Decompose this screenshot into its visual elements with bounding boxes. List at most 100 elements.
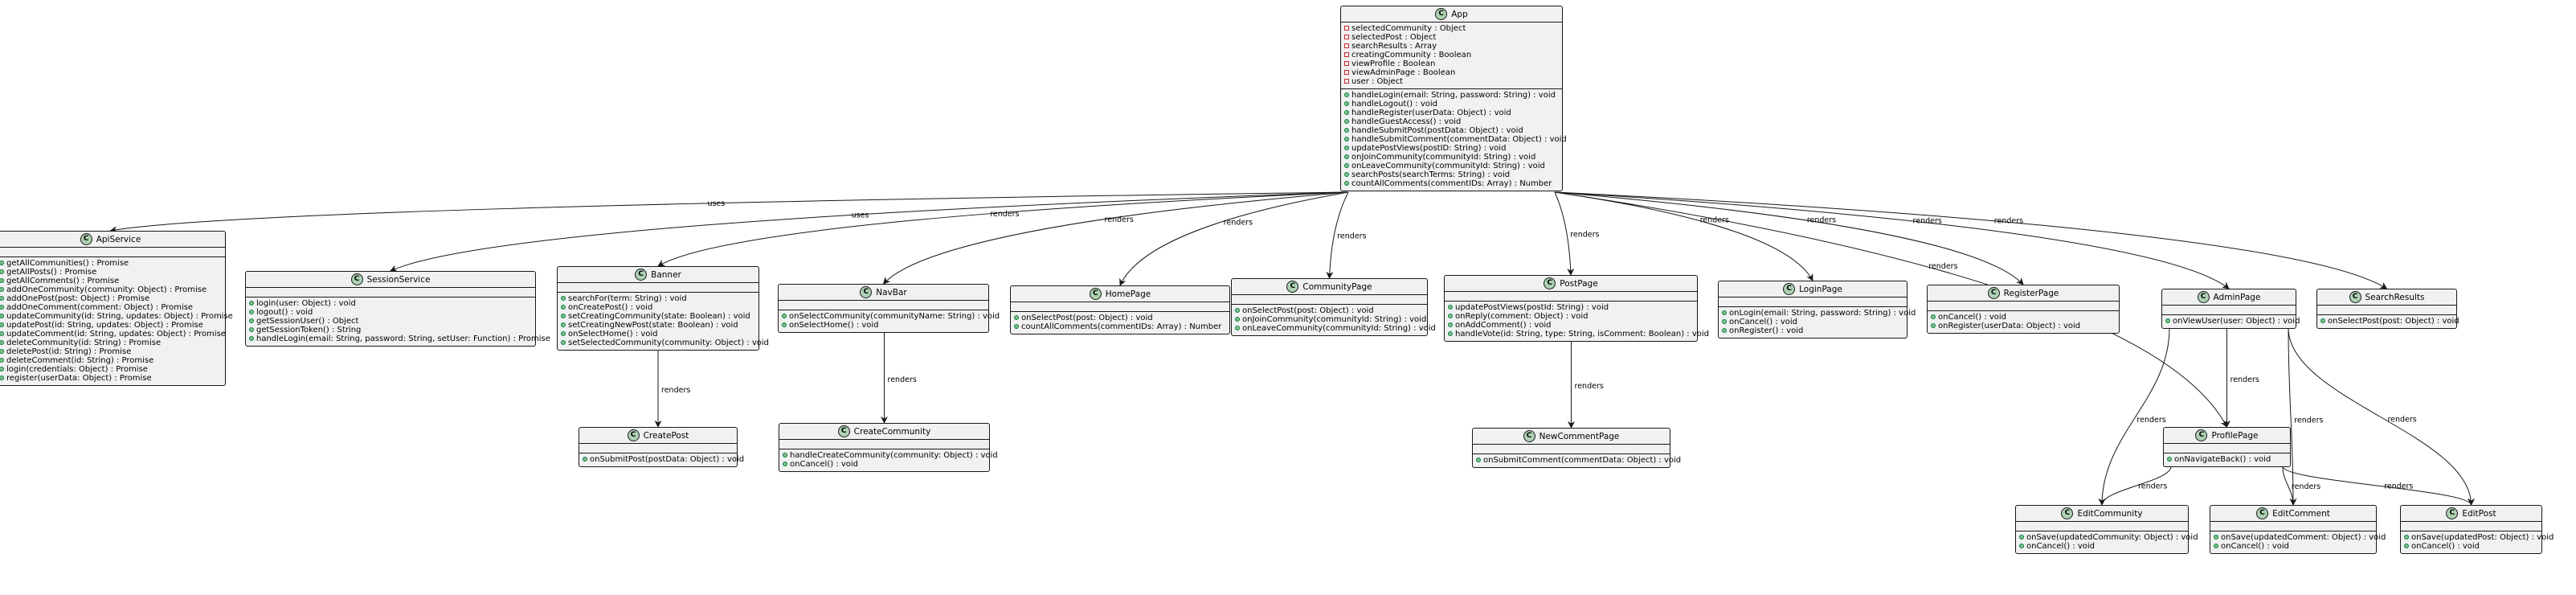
method-text: handleGuestAccess() : void — [1351, 117, 1462, 126]
method-row: handleLogout() : void — [1341, 100, 1562, 109]
method-text: handleSubmitPost(postData: Object) : voi… — [1351, 126, 1523, 135]
public-method-icon — [2404, 535, 2409, 540]
class-icon: C — [2349, 291, 2361, 303]
public-method-icon — [1722, 310, 1727, 315]
class-icon: C — [1783, 283, 1796, 295]
methods-section: handleLogin(email: String, password: Str… — [1341, 88, 1567, 191]
public-method-icon — [1476, 458, 1481, 462]
method-row: onSave(updatedPost: Object) : void — [2401, 533, 2554, 542]
field-row: selectedPost : Object — [1341, 33, 1562, 42]
method-row: onReply(comment: Object) : void — [1445, 312, 1697, 321]
public-method-icon — [1448, 322, 1453, 327]
method-row: searchFor(term: String) : void — [558, 294, 758, 303]
relation-label: renders — [2294, 416, 2323, 425]
method-row: updateComment(id: String, updates: Objec… — [0, 330, 226, 339]
method-text: handleLogout() : void — [1351, 100, 1438, 109]
field-text: creatingCommunity : Boolean — [1351, 51, 1472, 60]
method-text: onSubmitPost(postData: Object) : void — [590, 455, 745, 464]
class-name: RegisterPage — [2003, 288, 2059, 298]
relation-label: renders — [1700, 216, 1729, 225]
class-name: LoginPage — [1799, 284, 1842, 294]
relation-label: renders — [2384, 482, 2413, 491]
public-method-icon — [2214, 535, 2218, 540]
method-text: addOneCommunity(community: Object) : Pro… — [6, 285, 207, 294]
method-row: updatePost(id: String, updates: Object) … — [0, 321, 225, 330]
class-name: EditPost — [2462, 508, 2496, 519]
public-method-icon — [2214, 544, 2218, 548]
method-row: onJoinCommunity(communityId: String) : v… — [1341, 153, 1562, 162]
method-row: onCreatePost() : void — [558, 303, 758, 312]
field-row: selectedCommunity : Object — [1341, 24, 1562, 33]
public-method-icon — [0, 340, 4, 345]
relation-edge — [1554, 191, 2227, 428]
method-text: handleRegister(userData: Object) : void — [1351, 109, 1511, 117]
method-row: handleRegister(userData: Object) : void — [1341, 109, 1562, 117]
method-text: searchPosts(searchTerms: String) : void — [1351, 170, 1511, 179]
fields-section — [2162, 305, 2296, 314]
relation-label: renders — [1105, 215, 1134, 224]
method-row: onAddComment() : void — [1445, 321, 1697, 330]
method-row: login(user: Object) : void — [246, 299, 535, 308]
relation-edge — [2288, 327, 2475, 506]
method-row: handleGuestAccess() : void — [1341, 117, 1562, 126]
method-text: onSelectHome() : void — [789, 321, 879, 330]
public-method-icon — [1448, 305, 1453, 310]
relation-edge — [1119, 191, 1349, 286]
method-row: onNavigateBack() : void — [2164, 455, 2290, 464]
relation-label: renders — [1570, 231, 1599, 240]
public-method-icon — [249, 336, 254, 341]
field-row: viewAdminPage : Boolean — [1341, 68, 1562, 77]
relation-edge — [2288, 327, 2297, 506]
method-row: handleLogin(email: String, password: Str… — [1341, 91, 1562, 100]
class-name: CreateCommunity — [853, 426, 931, 437]
method-row: onSave(updatedComment: Object) : void — [2210, 533, 2386, 542]
method-row: setSelectedCommunity(community: Object) … — [558, 339, 769, 347]
field-text: searchResults : Array — [1351, 42, 1437, 51]
relation-label: renders — [2136, 416, 2165, 425]
method-text: handleLogin(email: String, password: Str… — [1351, 91, 1556, 100]
class-name: EditComment — [2272, 508, 2330, 519]
relation-edge — [1554, 191, 2388, 289]
relation-label: renders — [1575, 382, 1604, 391]
method-text: getAllComments() : Promise — [6, 277, 120, 285]
class-name: Banner — [651, 269, 681, 280]
method-row: onSelectPost(post: Object) : void — [1232, 306, 1427, 315]
method-text: updateCommunity(id: String, updates: Obj… — [6, 312, 233, 321]
method-text: login(credentials: Object) : Promise — [6, 365, 148, 374]
method-text: onRegister() : void — [1729, 326, 1804, 335]
class-icon: C — [1435, 8, 1448, 20]
method-row: countAllComments(commentIDs: Array) : Nu… — [1011, 322, 1229, 331]
method-row: onRegister() : void — [1719, 326, 1907, 335]
method-row: onSave(updatedCommunity: Object) : void — [2016, 533, 2198, 542]
public-method-icon — [561, 331, 566, 336]
private-field-icon — [1344, 52, 1349, 57]
class-icon: C — [80, 233, 92, 245]
class-name: NewCommentPage — [1539, 431, 1620, 441]
field-text: viewProfile : Boolean — [1351, 60, 1436, 68]
